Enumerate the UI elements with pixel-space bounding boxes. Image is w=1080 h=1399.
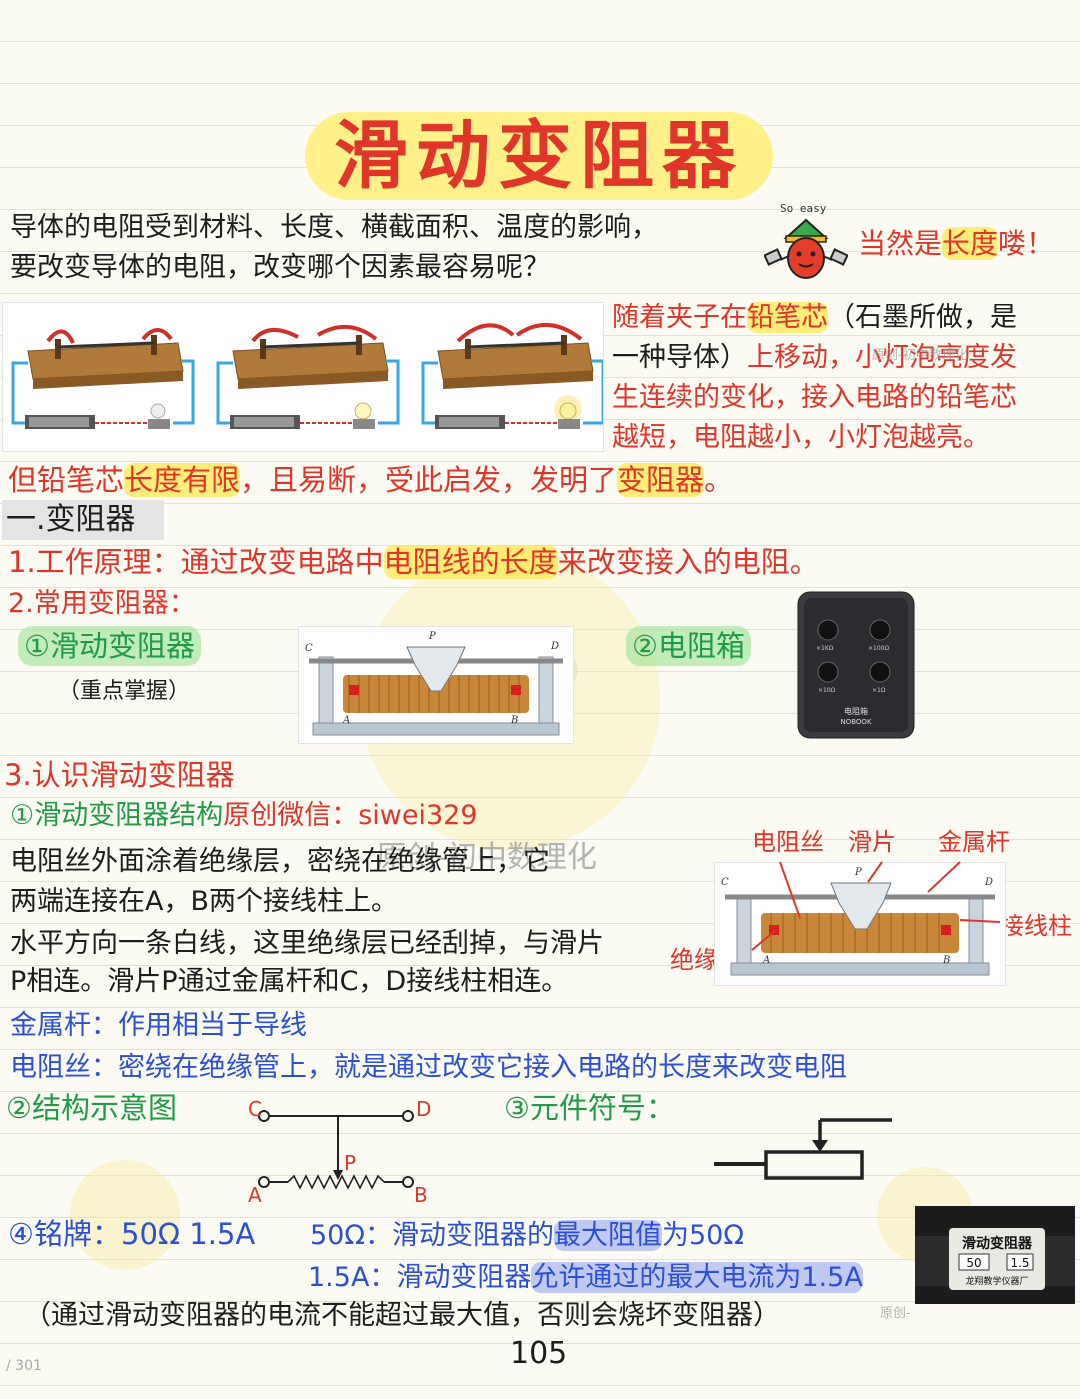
schematic-b: B — [414, 1183, 428, 1207]
box-name: 电阻箱 — [844, 706, 868, 716]
principle-a: 1.工作原理：通过改变电路中 — [8, 545, 384, 579]
watermark-text: 原创-初中数理化 — [872, 348, 968, 363]
label-c: C — [721, 877, 729, 888]
pencil-note: （石墨所做，是 — [828, 302, 1017, 333]
nameplate-current: 1.5A：滑动变阻器允许通过的最大电流为1.5A — [308, 1258, 863, 1298]
label-p: P — [428, 631, 436, 642]
knob-label-2: ×100Ω — [868, 645, 889, 652]
label-metal-rod: 金属杆 — [938, 828, 1010, 856]
type-2-label: ②电阻箱 — [626, 626, 751, 666]
schematic-d: D — [416, 1097, 431, 1121]
nameplate-resistance: 50Ω：滑动变阻器的最大阻值为50Ω — [310, 1216, 744, 1256]
limit-line: 但铅笔芯长度有限，且易断，受此启发，发明了变阻器。 — [8, 460, 733, 500]
label-b: B — [942, 955, 950, 966]
rheostat-highlight: 变阻器 — [617, 463, 705, 497]
section-3-heading: 3.认识滑动变阻器 — [4, 758, 235, 792]
warning-note: （通过滑动变阻器的电流不能超过最大值，否则会烧坏变阻器） — [24, 1300, 780, 1331]
schematic-a: A — [248, 1183, 262, 1207]
section-1-heading: 一.变阻器 — [6, 502, 136, 537]
resistance-wire-line: 电阻丝：密绕在绝缘管上，就是通过改变它接入电路的长度来改变电阻 — [10, 1052, 847, 1083]
common-heading: 2.常用变阻器： — [8, 588, 196, 619]
sliding-rheostat-photo: C P D A B — [298, 626, 574, 744]
limit-highlight: 长度有限 — [124, 463, 241, 497]
schematic-title: ②结构示意图 — [6, 1091, 177, 1125]
type-1-label: ①滑动变阻器 — [18, 626, 201, 666]
pencil-line-3: 生连续的变化，接入电路的铅笔芯 — [612, 382, 1017, 413]
nameplate-r1c: 为50Ω — [662, 1220, 744, 1251]
pencil-lead-highlight: 铅笔芯 — [747, 302, 828, 333]
pencil-line-4: 越短，电阻越小，小灯泡越亮。 — [612, 422, 990, 453]
intro-line-2: 要改变导体的电阻，改变哪个因素最容易呢？ — [10, 252, 550, 283]
section-1-highlight — [2, 500, 164, 540]
principle-line: 1.工作原理：通过改变电路中电阻线的长度来改变接入的电阻。 — [8, 542, 819, 582]
knob-label-4: ×1Ω — [872, 687, 886, 694]
page-number: 105 — [510, 1336, 568, 1371]
pencil-lead-experiment-photos — [2, 302, 604, 452]
labeled-rheostat-photo: C P D A B — [714, 862, 1006, 986]
photo-value-2: 1.5 — [1010, 1256, 1029, 1270]
type-1-note: （重点掌握） — [58, 679, 191, 704]
limit-e: 。 — [704, 463, 734, 497]
limit-a: 但铅笔芯 — [8, 463, 125, 497]
background-smiley-icon — [70, 1160, 180, 1270]
schematic-diagram: C D P A B — [248, 1097, 431, 1207]
intro-line-1: 导体的电阻受到材料、长度、横截面积、温度的影响， — [10, 212, 658, 243]
nameplate-photo: 滑动变阻器 50 1.5 龙翔教学仪器厂 — [915, 1206, 1075, 1304]
resistance-box-photo: ×1KΩ ×100Ω ×10Ω ×1Ω 电阻箱 NOBOOK — [797, 591, 915, 739]
limit-c: ，且易断，受此启发，发明了 — [240, 463, 618, 497]
pencil-note-end: 一种导体） — [612, 342, 747, 373]
max-resistance-highlight: 最大阻值 — [554, 1220, 662, 1251]
rheostat-symbol — [714, 1118, 892, 1180]
max-current-highlight: 允许通过的最大电流为1.5A — [531, 1262, 863, 1293]
box-brand: NOBOOK — [840, 718, 871, 726]
nameplate-r1a: 50Ω：滑动变阻器的 — [310, 1220, 554, 1251]
label-d: D — [550, 641, 559, 652]
label-slider: 滑片 — [848, 828, 896, 856]
answer-post: 喽！ — [998, 227, 1055, 260]
label-a: A — [342, 715, 350, 726]
structure-title: ①滑动变阻器结构 — [10, 800, 224, 831]
intro-answer: 当然是长度喽！ — [858, 224, 1054, 264]
mascot-caption: So easy — [780, 202, 827, 215]
page-counter: / 301 — [6, 1358, 42, 1374]
title-highlight — [305, 112, 773, 200]
principle-c: 来改变接入的电阻。 — [557, 545, 819, 579]
pencil-line-1: 随着夹子在铅笔芯（石墨所做，是 — [612, 298, 1017, 338]
label-resistance-wire: 电阻丝 — [752, 828, 824, 856]
pencil-line-2: 一种导体）上移动，小灯泡亮度发 — [612, 338, 1017, 378]
contact-text: 原创微信：siwei329 — [223, 800, 478, 831]
photo-value-1: 50 — [966, 1256, 981, 1270]
watermark-text: 原创-初中数理化 — [376, 840, 597, 875]
principle-highlight: 电阻线的长度 — [383, 545, 558, 579]
label-b: B — [510, 715, 518, 726]
nameplate-title: ④铭牌：50Ω 1.5A — [8, 1217, 256, 1251]
structure-heading: ①滑动变阻器结构原创微信：siwei329 — [10, 796, 478, 836]
label-a: A — [762, 955, 770, 966]
knob-label-1: ×1KΩ — [816, 645, 834, 652]
structure-line-4: P相连。滑片P通过金属杆和C，D接线柱相连。 — [10, 966, 569, 997]
photo-title: 滑动变阻器 — [962, 1235, 1033, 1252]
mascot-icon — [764, 218, 848, 279]
pencil-text: 随着夹子在 — [612, 302, 747, 333]
schematic-c: C — [248, 1097, 262, 1121]
knob-label-3: ×10Ω — [818, 687, 836, 694]
label-c: C — [305, 643, 313, 654]
page-title: 滑动变阻器 — [334, 113, 744, 199]
symbol-title: ③元件符号： — [504, 1091, 675, 1125]
answer-pre: 当然是 — [858, 227, 943, 260]
photo-maker: 龙翔教学仪器厂 — [965, 1275, 1028, 1287]
metal-rod-line: 金属杆：作用相当于导线 — [10, 1010, 307, 1041]
schematic-p: P — [344, 1151, 356, 1175]
pencil-text-2: 上移动，小灯泡亮度发 — [747, 342, 1017, 373]
label-p: P — [854, 867, 862, 878]
label-pointer-lines — [751, 861, 1001, 951]
label-terminal: 接线柱 — [1000, 912, 1072, 940]
nameplate-r2a: 1.5A：滑动变阻器 — [308, 1262, 532, 1293]
label-d: D — [984, 877, 993, 888]
answer-highlight: 长度 — [942, 227, 999, 260]
structure-line-3: 水平方向一条白线，这里绝缘层已经刮掉，与滑片 — [10, 928, 604, 959]
structure-line-2: 两端连接在A，B两个接线柱上。 — [10, 886, 398, 917]
structure-line-1: 电阻丝外面涂着绝缘层，密绕在绝缘管上，它 — [10, 846, 550, 877]
watermark-text: 原创- — [880, 1306, 911, 1321]
